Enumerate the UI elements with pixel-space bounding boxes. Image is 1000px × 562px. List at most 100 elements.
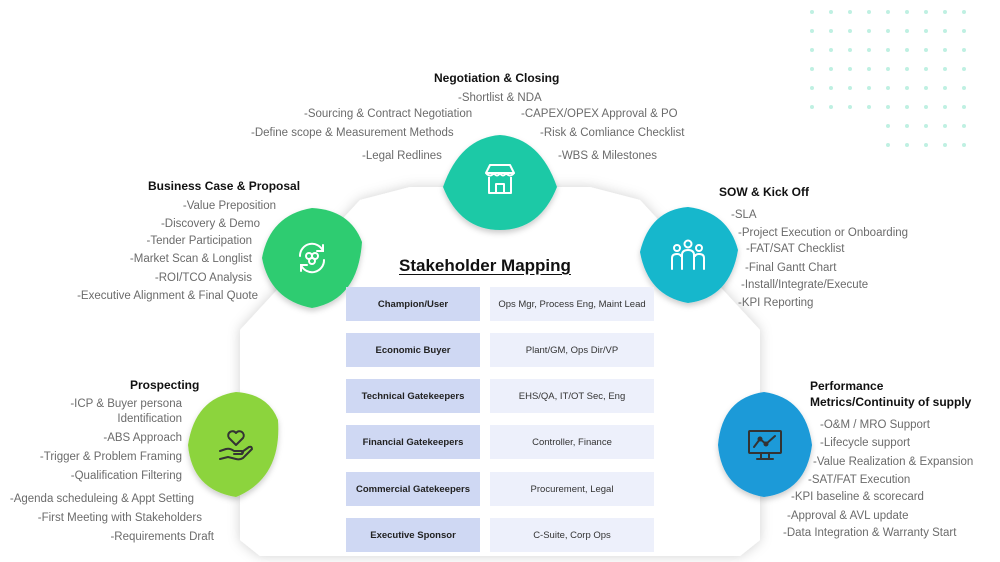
list-item: -Final Gantt Chart xyxy=(745,262,837,274)
table-row: Champion/User Ops Mgr, Process Eng, Main… xyxy=(346,287,654,321)
decorative-dot xyxy=(886,86,890,90)
decorative-dot xyxy=(943,143,947,147)
decorative-dot xyxy=(905,124,909,128)
decorative-dot xyxy=(886,67,890,71)
list-item: -Market Scan & Longlist xyxy=(129,253,252,265)
list-item: -Tender Participation xyxy=(146,235,252,247)
list-item: -Risk & Comliance Checklist xyxy=(540,127,685,139)
list-item: -Value Preposition xyxy=(182,200,276,212)
decorative-dot xyxy=(924,29,928,33)
decorative-dot xyxy=(905,48,909,52)
stakeholder-cell: Ops Mgr, Process Eng, Maint Lead xyxy=(490,287,654,321)
decorative-dot xyxy=(905,29,909,33)
list-item: -Sourcing & Contract Negotiation xyxy=(304,108,473,120)
list-item: -KPI baseline & scorecard xyxy=(791,491,924,503)
decorative-dot xyxy=(867,29,871,33)
list-item: -WBS & Milestones xyxy=(558,150,658,162)
monitor-chart-icon xyxy=(745,425,785,465)
decorative-dot xyxy=(810,10,814,14)
decorative-dot xyxy=(886,10,890,14)
central-panel xyxy=(240,187,760,556)
decorative-dot xyxy=(943,86,947,90)
decorative-dot xyxy=(829,86,833,90)
decorative-dot xyxy=(886,105,890,109)
role-cell: Financial Gatekeepers xyxy=(346,425,480,459)
stakeholder-cell: Procurement, Legal xyxy=(490,472,654,506)
list-item: -Legal Redlines xyxy=(362,150,442,162)
decorative-dot xyxy=(867,48,871,52)
list-item: -ABS Approach xyxy=(103,432,182,444)
table-row: Economic Buyer Plant/GM, Ops Dir/VP xyxy=(346,333,654,367)
page-title: Stakeholder Mapping xyxy=(399,256,571,275)
list-item: -Install/Integrate/Execute xyxy=(741,279,869,291)
list-item: -ROI/TCO Analysis xyxy=(154,272,252,284)
decorative-dot xyxy=(848,86,852,90)
stakeholder-cell: C-Suite, Corp Ops xyxy=(490,518,654,552)
table-row: Financial Gatekeepers Controller, Financ… xyxy=(346,425,654,459)
performance-title: Performance Metrics/Continuity of supply xyxy=(810,378,971,410)
team-icon xyxy=(668,235,708,275)
decorative-dot xyxy=(924,48,928,52)
storefront-icon xyxy=(480,159,520,199)
list-item: -Data Integration & Warranty Start xyxy=(783,527,957,539)
decorative-dot xyxy=(905,86,909,90)
list-item: -Discovery & Demo xyxy=(160,218,260,230)
decorative-dot xyxy=(962,29,966,33)
decorative-dot xyxy=(962,48,966,52)
performance-title-line1: Performance xyxy=(810,379,884,393)
stakeholder-cell: Plant/GM, Ops Dir/VP xyxy=(490,333,654,367)
decorative-dot xyxy=(810,105,814,109)
list-item: -Trigger & Problem Framing xyxy=(39,451,182,463)
decorative-dot xyxy=(924,105,928,109)
decorative-dot xyxy=(867,105,871,109)
decorative-dot xyxy=(886,143,890,147)
decorative-dot xyxy=(905,10,909,14)
decorative-dot xyxy=(962,67,966,71)
decorative-dot xyxy=(867,67,871,71)
list-item: -Approval & AVL update xyxy=(787,510,909,522)
decorative-dot xyxy=(867,86,871,90)
list-item: -CAPEX/OPEX Approval & PO xyxy=(521,108,678,120)
decorative-dot xyxy=(905,67,909,71)
decorative-dot xyxy=(829,67,833,71)
decorative-dot xyxy=(886,124,890,128)
decorative-dot xyxy=(924,10,928,14)
decorative-dot xyxy=(829,105,833,109)
table-row: Executive Sponsor C-Suite, Corp Ops xyxy=(346,518,654,552)
list-item: -Value Realization & Expansion xyxy=(813,456,974,468)
list-item: -Project Execution or Onboarding xyxy=(738,227,909,239)
stakeholder-cell: EHS/QA, IT/OT Sec, Eng xyxy=(490,379,654,413)
negotiation-blob xyxy=(443,135,557,230)
decorative-dot xyxy=(924,67,928,71)
list-item: -Lifecycle support xyxy=(820,437,911,449)
list-item: -Requirements Draft xyxy=(110,531,214,543)
role-cell: Champion/User xyxy=(346,287,480,321)
decorative-dot xyxy=(867,10,871,14)
stakeholder-cell: Controller, Finance xyxy=(490,425,654,459)
prospecting-title: Prospecting xyxy=(130,378,200,392)
decorative-dot xyxy=(848,48,852,52)
decorative-dot xyxy=(810,29,814,33)
list-item: Identification xyxy=(117,413,182,425)
decorative-dot xyxy=(810,67,814,71)
decorative-dot xyxy=(943,10,947,14)
list-item: -Qualification Filtering xyxy=(70,470,182,482)
prospecting-blob xyxy=(188,392,279,497)
list-item: -First Meeting with Stakeholders xyxy=(37,512,202,524)
role-cell: Economic Buyer xyxy=(346,333,480,367)
decorative-dot xyxy=(829,10,833,14)
decorative-dot xyxy=(962,105,966,109)
decorative-dot xyxy=(848,29,852,33)
role-cell: Commercial Gatekeepers xyxy=(346,472,480,506)
decorative-dot xyxy=(810,86,814,90)
decorative-dot xyxy=(943,67,947,71)
list-item: -SLA xyxy=(731,209,757,221)
decorative-dot xyxy=(924,143,928,147)
decorative-dot xyxy=(848,67,852,71)
decorative-dot xyxy=(886,29,890,33)
decorative-dot xyxy=(848,10,852,14)
refresh-cycle-icon xyxy=(292,238,332,278)
decorative-dot xyxy=(962,86,966,90)
decorative-dot xyxy=(962,10,966,14)
